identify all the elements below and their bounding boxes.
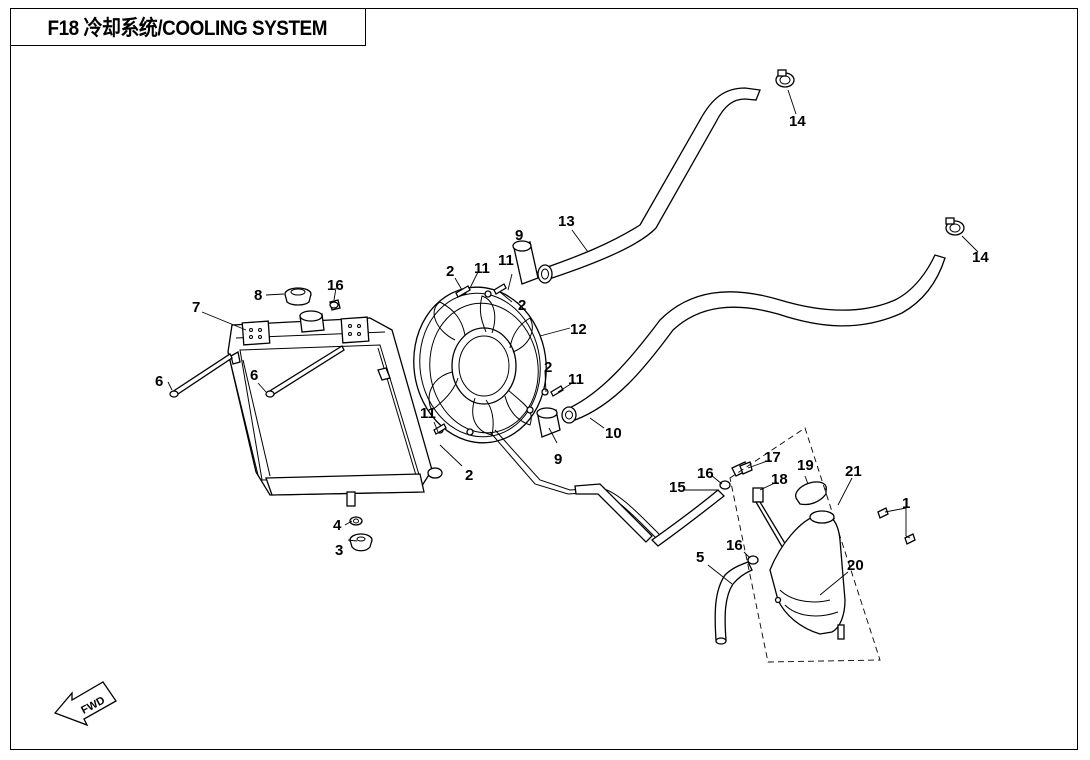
callout-19: 19 (797, 457, 814, 474)
hose-clamp-9-upper (512, 240, 539, 285)
callout-2-upper-left: 2 (446, 263, 454, 280)
leader-lines (167, 89, 979, 596)
callout-16-tank: 16 (697, 465, 714, 482)
mounting-bolt-6-center (265, 345, 345, 398)
callout-3: 3 (335, 542, 343, 559)
mounting-bolt-6-left (169, 353, 233, 398)
hose-clip-16-tank (719, 480, 731, 490)
diagram-title: F18 冷却系统/COOLING SYSTEM (47, 16, 328, 40)
hose-clamp-14-upper (775, 69, 795, 88)
fan-bolt-11-d (433, 423, 447, 435)
callout-7: 7 (192, 299, 200, 316)
hose-fitting-17 (731, 461, 753, 477)
title-block: F18 冷却系统/COOLING SYSTEM (10, 8, 366, 46)
callout-11-right: 11 (568, 371, 584, 388)
callout-2-right: 2 (544, 359, 552, 376)
drawing-frame (10, 8, 1078, 750)
hose-clamp-9-lower (536, 407, 561, 438)
cooling-fan (413, 286, 549, 444)
callout-9-lower: 9 (554, 451, 562, 468)
callout-14-right: 14 (972, 249, 989, 266)
callout-12: 12 (570, 321, 587, 338)
callout-16-radiator: 16 (327, 277, 344, 294)
callout-8: 8 (254, 287, 262, 304)
callout-21: 21 (845, 463, 862, 480)
callout-13: 13 (558, 213, 575, 230)
callout-2-upper-right: 2 (518, 297, 526, 314)
callout-10: 10 (605, 425, 622, 442)
callout-9-upper: 9 (515, 227, 523, 244)
rubber-mount-3 (349, 533, 373, 552)
callout-20: 20 (847, 557, 864, 574)
callout-18: 18 (771, 471, 788, 488)
callout-4: 4 (333, 517, 342, 534)
callout-labels: 1 2 2 2 2 3 4 5 6 6 7 8 9 9 10 11 11 11 … (155, 113, 989, 574)
overflow-hose-5 (714, 561, 753, 645)
fan-bolt-11-c (550, 385, 564, 397)
callout-11-upper-right: 11 (498, 252, 514, 269)
radiator-cap (284, 287, 312, 306)
callout-5: 5 (696, 549, 704, 566)
callout-15: 15 (669, 479, 686, 496)
forward-direction-arrow: FWD (53, 681, 117, 727)
reservoir-screw-1-upper (877, 507, 889, 519)
radiator (227, 299, 443, 507)
fan-bolt-11-b (493, 283, 507, 295)
callout-11-upper: 11 (474, 260, 490, 277)
callout-6-left: 6 (155, 373, 163, 390)
reservoir-screw-1-lower (904, 533, 916, 545)
callout-14-upper: 14 (789, 113, 806, 130)
hose-clamp-14-right (945, 217, 965, 236)
callout-6-center: 6 (250, 367, 258, 384)
coolant-reservoir-group (729, 427, 881, 663)
hose-clip-16-radiator (329, 301, 339, 309)
callout-1: 1 (902, 495, 910, 512)
callout-17: 17 (764, 449, 781, 466)
reservoir-cap-19 (795, 481, 827, 506)
callout-16-lower: 16 (726, 537, 743, 554)
hose-clip-16-lower (747, 555, 759, 565)
rubber-grommet-4 (349, 516, 363, 526)
upper-radiator-hose (537, 87, 761, 284)
fan-bolt-11-a (455, 285, 471, 298)
callout-2-lower: 2 (465, 467, 473, 484)
overflow-hose-15 (574, 483, 725, 547)
lower-radiator-hose (561, 254, 946, 424)
callout-11-center-left: 11 (420, 405, 436, 422)
